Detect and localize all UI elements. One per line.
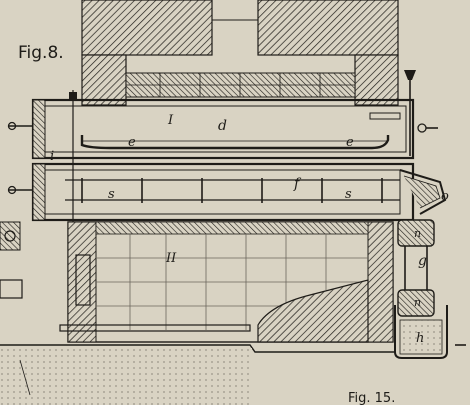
label-h: h: [416, 331, 424, 346]
label-n-lower: n: [414, 296, 421, 309]
base-and-fittings: [0, 221, 395, 405]
figure-corner-caption: Fig. 15.: [348, 391, 395, 405]
label-f: f: [293, 176, 302, 192]
label-n-upper: n: [414, 227, 421, 240]
label-s-right: s: [345, 187, 352, 202]
label-e-right: e: [346, 135, 354, 150]
label-i: i: [50, 149, 54, 164]
upper-masonry: [81, 0, 399, 106]
label-s-left: s: [108, 187, 115, 202]
label-chamber-upper: I: [167, 113, 174, 128]
label-o: o: [441, 189, 449, 204]
label-d: d: [218, 118, 227, 134]
retort-upper: [7, 70, 438, 225]
figure-title: Fig.8.: [18, 43, 64, 63]
label-chamber-lower: II: [165, 251, 177, 266]
retort-lower: [7, 162, 447, 222]
label-e-left: e: [128, 135, 136, 150]
condenser-pipe: [394, 219, 466, 359]
chamber-lower: [59, 221, 394, 343]
label-g: g: [418, 253, 427, 269]
